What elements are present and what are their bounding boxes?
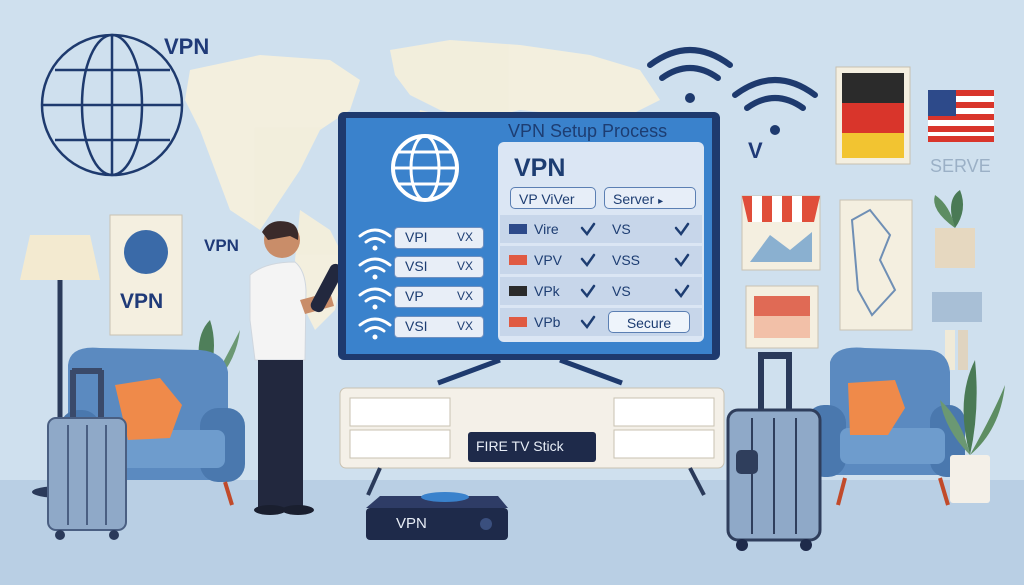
wifi-icon [647, 47, 818, 135]
person [249, 221, 344, 515]
side-item-mark: VX [456, 230, 473, 244]
tab-server-label: Server [613, 191, 655, 207]
row-flags [509, 224, 527, 327]
check-icon [580, 222, 690, 330]
side-item-label: VPI [405, 229, 428, 245]
side-item[interactable]: VSI VX [394, 256, 484, 278]
side-item[interactable]: VSI VX [394, 316, 484, 338]
side-item[interactable]: VPI VX [394, 227, 484, 249]
row-name[interactable]: VPk [534, 283, 560, 299]
plant-right [940, 360, 1005, 503]
row-name[interactable]: VPV [534, 252, 563, 268]
tv-title: VPN Setup Process [508, 121, 668, 141]
suitcase-right [726, 352, 822, 551]
fire-tv-label: FIRE TV Stick [476, 438, 564, 454]
row-value: VS [612, 283, 631, 299]
chevron-icon: ▸ [658, 196, 664, 207]
secure-button[interactable]: Secure [608, 311, 690, 333]
globe-icon [40, 33, 184, 177]
small-frame [745, 285, 819, 349]
shelf-sign: SERVE [930, 156, 991, 176]
suitcase-left [47, 368, 127, 540]
wifi-label: V [748, 138, 763, 163]
side-item-mark: VX [456, 289, 473, 303]
row-value: VS [612, 221, 631, 237]
us-flag [928, 90, 994, 142]
german-flag [835, 66, 911, 165]
side-item-label: VSI [405, 258, 428, 274]
plant-shelf-right [932, 190, 982, 370]
side-item-label: VSI [405, 318, 428, 334]
row-name[interactable]: Vire [534, 221, 559, 237]
tv-stand [339, 387, 725, 496]
router [366, 492, 508, 540]
tab-server[interactable]: Server ▸ [604, 187, 696, 209]
wifi-icon [358, 228, 392, 340]
tab-left[interactable]: VP ViVer [510, 187, 596, 209]
wall-label-vpn-mid: VPN [204, 236, 239, 255]
side-item-mark: VX [456, 319, 473, 333]
wall-label-vpn-top: VPN [164, 34, 210, 59]
side-item-label: VP [405, 288, 424, 304]
row-name[interactable]: VPb [534, 314, 561, 330]
awning-frame [741, 195, 821, 271]
router-label: VPN [396, 515, 427, 532]
poster-vpn-label: VPN [120, 290, 164, 313]
row-value: VSS [612, 252, 641, 268]
panel-heading: VPN [514, 154, 566, 182]
side-item-mark: VX [456, 259, 473, 273]
side-item[interactable]: VP VX [394, 286, 484, 308]
armchair-right [806, 347, 965, 506]
